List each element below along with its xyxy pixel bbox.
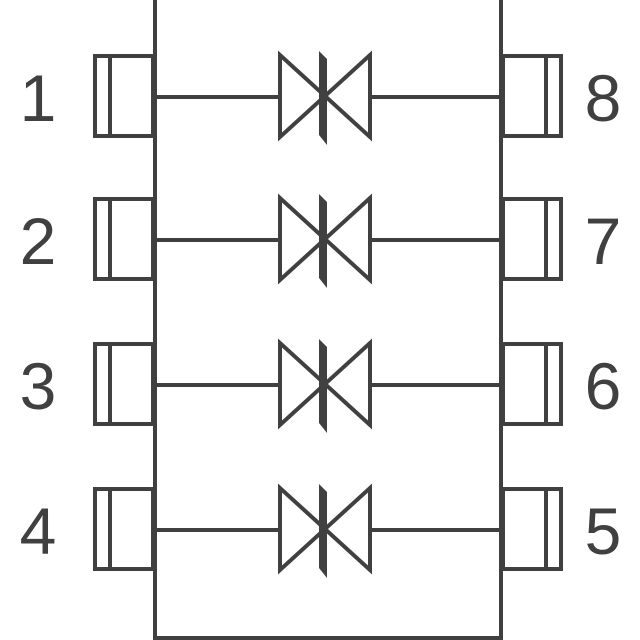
left-pin-2: [93, 197, 155, 281]
left-pin-1: [93, 54, 155, 138]
pin-label-right: 5: [585, 494, 622, 568]
diode-triangle-right-icon: [322, 50, 372, 142]
diode-bar-icon: [319, 51, 327, 145]
diode-bar-icon: [319, 339, 327, 433]
pin-label-left: 4: [20, 494, 57, 568]
pin-label-right: 8: [585, 61, 622, 135]
right-pin-8: [501, 54, 563, 138]
diode-triangle-left-icon: [278, 338, 328, 430]
diode-bar-icon: [319, 484, 327, 578]
pin-label-right: 7: [585, 204, 622, 278]
left-pin-3: [93, 342, 155, 426]
diode-bar-icon: [319, 194, 327, 288]
right-pin-7: [501, 197, 563, 281]
left-pin-4: [93, 487, 155, 571]
right-pin-6: [501, 342, 563, 426]
diode-triangle-right-icon: [322, 193, 372, 285]
diode-triangle-left-icon: [278, 483, 328, 575]
pin-label-right: 6: [585, 349, 622, 423]
package-body: [153, 0, 503, 640]
pin-label-left: 1: [20, 61, 57, 135]
pin-label-left: 3: [20, 349, 57, 423]
diode-triangle-right-icon: [322, 483, 372, 575]
diode-triangle-left-icon: [278, 193, 328, 285]
pin-label-left: 2: [20, 204, 57, 278]
right-pin-5: [501, 487, 563, 571]
diode-triangle-left-icon: [278, 50, 328, 142]
diode-triangle-right-icon: [322, 338, 372, 430]
